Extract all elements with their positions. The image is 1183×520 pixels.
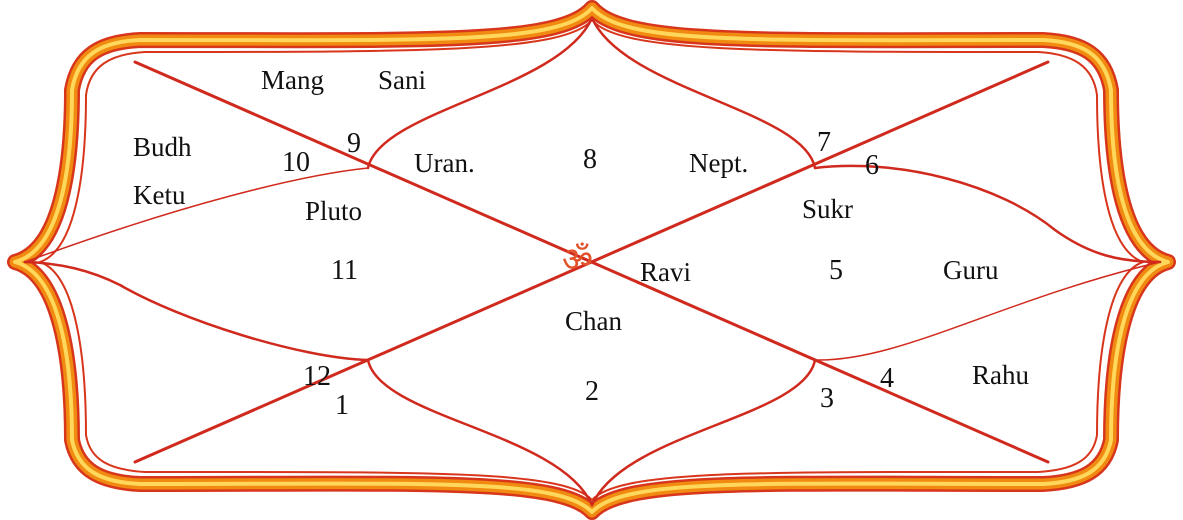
- planet-ketu: Ketu: [133, 180, 186, 210]
- planet-budh: Budh: [133, 132, 192, 162]
- diamond-top-left: [366, 16, 594, 170]
- house-number-1: 1: [335, 390, 349, 421]
- diamond-left-top: [24, 167, 369, 263]
- house-number-11: 11: [331, 255, 358, 286]
- house-number-7: 7: [817, 127, 831, 158]
- diamond-right-bottom: [814, 261, 1161, 361]
- planet-guru: Guru: [943, 255, 999, 285]
- planet-sani: Sani: [378, 65, 427, 95]
- house-number-8: 8: [583, 144, 597, 175]
- diagonal-bl-tr: [133, 60, 1050, 464]
- planet-chan: Chan: [565, 306, 622, 336]
- house-lines: [23, 16, 1162, 507]
- diamond-bottom-right: [590, 358, 817, 507]
- planet-rahu: Rahu: [972, 360, 1029, 390]
- house-number-12: 12: [303, 361, 331, 392]
- house-number-5: 5: [829, 255, 843, 286]
- diamond-left-bottom: [23, 260, 370, 362]
- planet-pluto: Pluto: [305, 196, 363, 226]
- diamond-bottom-left: [366, 358, 594, 507]
- house-number-6: 6: [865, 150, 879, 181]
- diamond-top-right: [590, 16, 817, 170]
- diamond-right-top: [813, 164, 1162, 264]
- house-number-10: 10: [282, 147, 310, 178]
- decorative-frame: [7, 0, 1176, 520]
- house-number-2: 2: [585, 376, 599, 407]
- planet-nept: Nept.: [689, 148, 749, 178]
- planet-ravi: Ravi: [640, 257, 691, 287]
- om-symbol: ॐ: [562, 240, 594, 280]
- planet-sukr: Sukr: [802, 194, 854, 224]
- house-number-4: 4: [880, 363, 894, 394]
- frame-inner-edge: [39, 19, 1144, 501]
- planet-mang: Mang: [261, 65, 324, 95]
- house-number-9: 9: [347, 128, 361, 159]
- house-number-3: 3: [820, 383, 834, 414]
- frame-inner-highlight: [13, 6, 1170, 514]
- planet-uran: Uran.: [414, 148, 475, 178]
